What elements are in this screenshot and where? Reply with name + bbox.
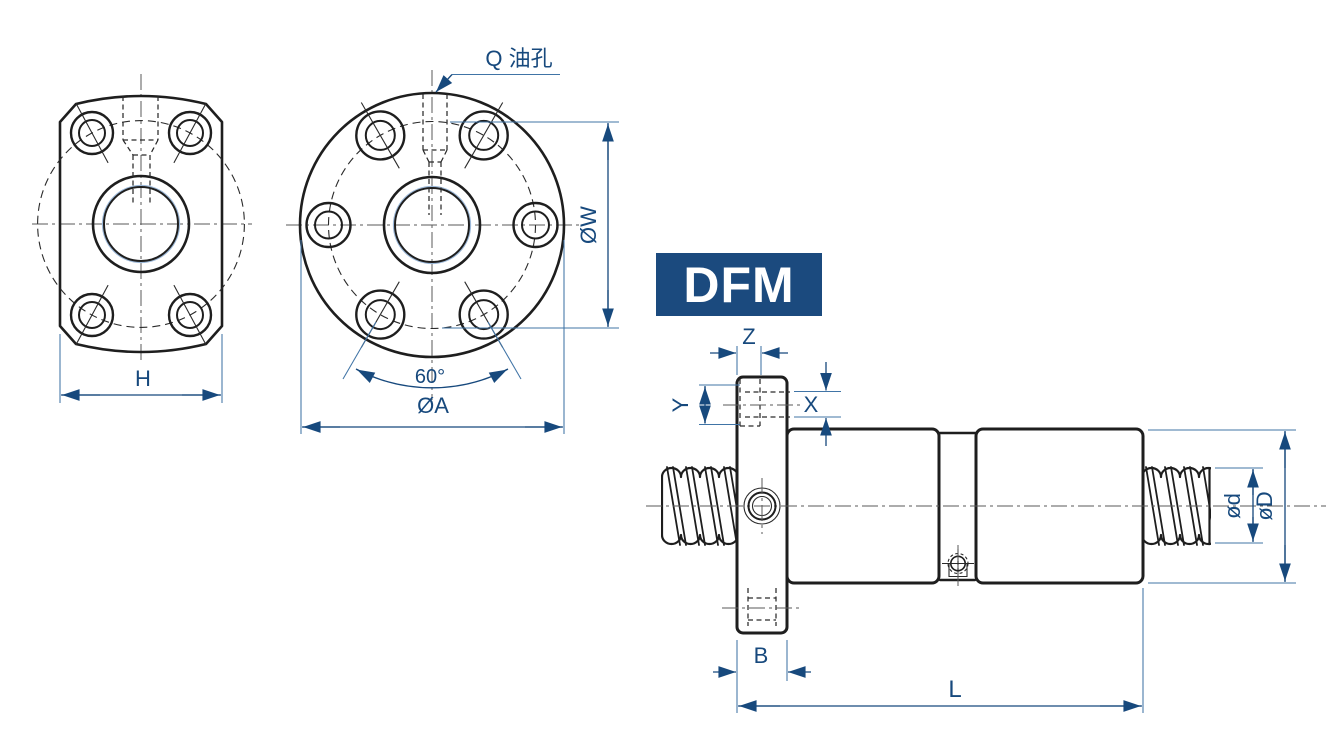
dim-60deg: 60° (342, 321, 522, 389)
dim-label-b: B (754, 643, 769, 668)
dim-label-screw-dia: ød (1220, 493, 1245, 519)
dim-D: øD (1148, 429, 1296, 584)
flange-oil-passage-hidden-top (723, 379, 800, 427)
dfm-badge-label: DFM (683, 257, 794, 313)
oil-hole-hidden-flange (422, 94, 448, 215)
dim-Y: Y (668, 384, 740, 426)
oil-hole-label: Q 油孔 (485, 46, 552, 71)
dim-label-l: L (948, 676, 961, 703)
dim-label-x: X (804, 392, 819, 417)
front-profile-view: H (32, 74, 252, 403)
dim-A: ØA (300, 240, 565, 434)
side-section-view: Z Y X B (646, 324, 1326, 713)
oil-hole-callout: Q 油孔 (435, 46, 560, 93)
flange-hole-hidden-bottom (722, 588, 800, 626)
dim-label-nut-dia: øD (1252, 491, 1277, 520)
dim-W: ØW (442, 121, 619, 329)
dim-B: B (713, 640, 811, 713)
dim-L: L (738, 588, 1144, 713)
dim-label-a: ØA (417, 393, 449, 418)
dim-label-y: Y (668, 397, 693, 412)
dfm-badge: DFM (656, 253, 822, 316)
set-screw-detail (942, 545, 974, 586)
dim-Z: Z (710, 324, 788, 375)
dim-label-w: ØW (576, 206, 601, 244)
oil-hole-hidden-front (122, 96, 159, 205)
flange-oil-hole (743, 478, 781, 534)
dim-d: ød (1215, 467, 1263, 544)
dim-X: X (794, 362, 841, 446)
bolt-holes-front (69, 102, 213, 346)
dim-label-h: H (135, 366, 151, 391)
flange-front-view: Q 油孔 ØW 60° ØA (286, 46, 619, 434)
dim-H: H (59, 334, 223, 403)
dim-label-angle: 60° (415, 366, 445, 388)
dim-label-z: Z (742, 324, 755, 349)
bolt-holes-flange (305, 102, 559, 348)
